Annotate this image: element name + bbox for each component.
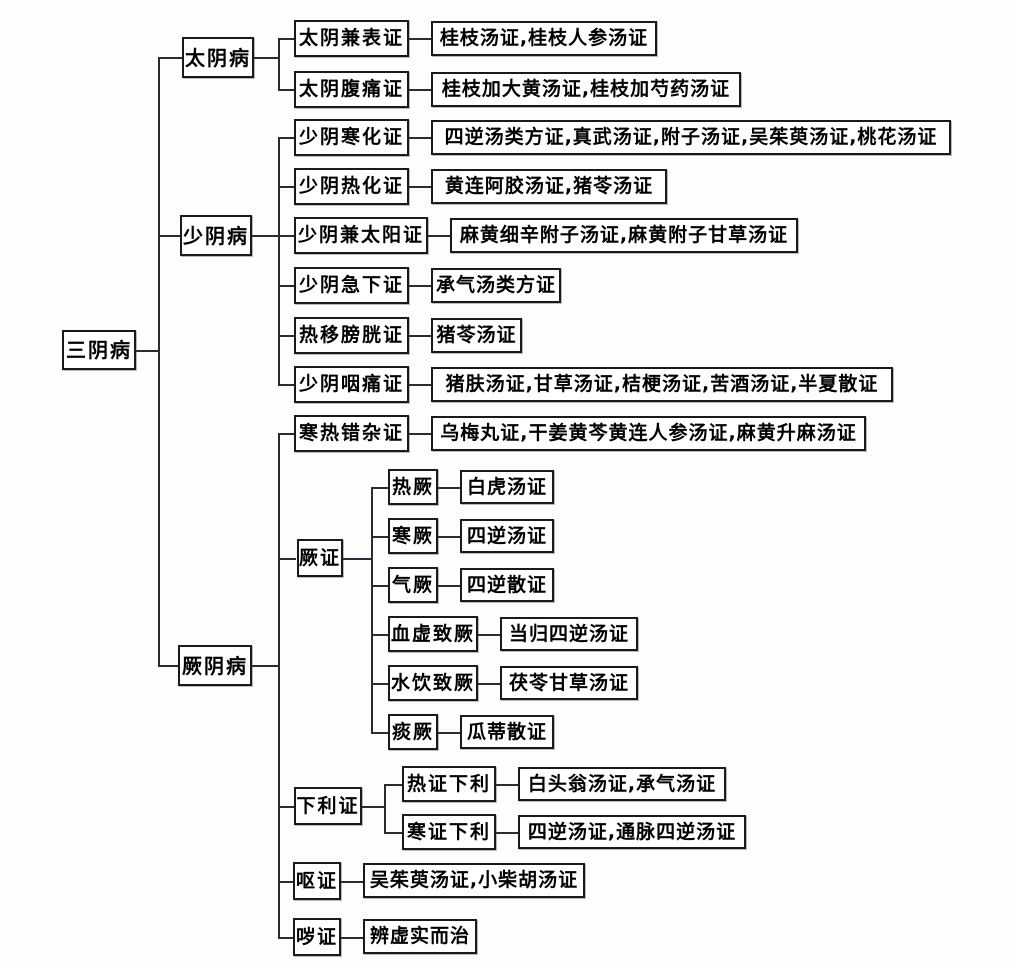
node-syndrome-xuexu-zhijue[interactable]: 血虚致厥: [388, 616, 478, 652]
node-formula-qijue[interactable]: 四逆散证: [460, 568, 554, 602]
node-formula-taiyin-jianbiao[interactable]: 桂枝汤证,桂枝人参汤证: [431, 21, 657, 56]
connector-juezheng-s0: [371, 487, 389, 489]
connector-leaf-14: [438, 732, 462, 734]
connector-juezheng-spine: [371, 487, 373, 732]
connector-root-out: [135, 350, 160, 352]
connector-taiyin-c0: [278, 38, 296, 40]
node-formula-hanre-cuoza[interactable]: 乌梅丸证,干姜黄芩黄连人参汤证,麻黄升麻汤证: [431, 416, 866, 451]
node-syndrome-hanjue[interactable]: 寒厥: [388, 518, 438, 554]
connector-to-taiyin: [158, 57, 184, 59]
node-formula-shuiyin-zhijue[interactable]: 茯苓甘草汤证: [500, 666, 638, 700]
connector-to-jueyin: [158, 665, 184, 667]
connector-leaf-2: [409, 137, 433, 139]
node-formula-yuezheng[interactable]: 辨虚实而治: [363, 919, 477, 954]
connector-leaf-11: [438, 585, 462, 587]
node-formula-tanjue[interactable]: 瓜蒂散证: [460, 715, 554, 749]
connector-taiyin-spine: [278, 38, 280, 90]
node-syndrome-rezheng-xiali[interactable]: 热证下利: [402, 766, 496, 802]
node-branch-jueyinbing[interactable]: 厥阴病: [178, 645, 252, 686]
connector-shaoyin-out: [250, 235, 280, 237]
node-formula-xuexu-zhijue[interactable]: 当归四逆汤证: [500, 617, 638, 651]
connector-xiali-out: [362, 806, 386, 808]
connector-leaf-8: [409, 433, 433, 435]
node-syndrome-hanre-cuoza[interactable]: 寒热错杂证: [294, 415, 409, 452]
connector-leaf-16: [496, 832, 520, 834]
connector-taiyin-c1: [278, 89, 296, 91]
node-syndrome-shaoyin-hanhua[interactable]: 少阴寒化证: [294, 119, 409, 156]
node-formula-shaoyin-jixia[interactable]: 承气汤类方证: [431, 268, 561, 303]
connector-shaoyin-c5: [278, 384, 296, 386]
node-formula-taiyin-futong[interactable]: 桂枝加大黄汤证,桂枝加芍药汤证: [431, 72, 741, 107]
connector-leaf-10: [438, 536, 462, 538]
node-formula-ouzheng[interactable]: 吴茱萸汤证,小柴胡汤证: [363, 863, 585, 898]
node-formula-rejue[interactable]: 白虎汤证: [460, 470, 554, 504]
connector-jueyin-c2: [278, 806, 296, 808]
node-syndrome-qijue[interactable]: 气厥: [388, 567, 438, 603]
connector-leaf-12: [478, 634, 502, 636]
node-branch-shaoyinbing[interactable]: 少阴病: [180, 215, 252, 256]
connector-leaf-4: [428, 235, 452, 237]
connector-juezheng-s5: [371, 732, 389, 734]
node-formula-rezheng-xiali[interactable]: 白头翁汤证,承气汤证: [518, 767, 726, 801]
connector-leaf-5: [409, 285, 433, 287]
node-syndrome-xializheng[interactable]: 下利证: [294, 787, 362, 825]
node-formula-reyi-pangguang[interactable]: 猪苓汤证: [431, 318, 522, 353]
connector-root-spine: [158, 57, 160, 667]
connector-leaf-17: [341, 881, 365, 883]
connector-leaf-15: [496, 784, 520, 786]
node-syndrome-shaoyin-jixia[interactable]: 少阴急下证: [294, 267, 409, 304]
node-formula-shaoyin-hanhua[interactable]: 四逆汤类方证,真武汤证,附子汤证,吴茱萸汤证,桃花汤证: [431, 120, 951, 155]
connector-juezheng-s1: [371, 536, 389, 538]
connector-jueyin-spine: [278, 433, 280, 938]
connector-to-shaoyin: [158, 235, 184, 237]
connector-shaoyin-c3: [278, 285, 296, 287]
connector-leaf-0: [409, 38, 433, 40]
connector-jueyin-c0: [278, 433, 296, 435]
connector-leaf-3: [409, 186, 433, 188]
connector-shaoyin-c4: [278, 335, 296, 337]
node-syndrome-shaoyin-rehua[interactable]: 少阴热化证: [294, 168, 409, 205]
node-root-sanyinbing[interactable]: 三阴病: [62, 330, 136, 370]
node-formula-shaoyin-jiantaiyang[interactable]: 麻黄细辛附子汤证,麻黄附子甘草汤证: [450, 218, 798, 253]
node-syndrome-shaoyin-yantong[interactable]: 少阴咽痛证: [294, 366, 409, 403]
connector-shaoyin-c2: [278, 235, 296, 237]
connector-jueyin-c4: [278, 937, 296, 939]
node-syndrome-taiyin-jianbiao[interactable]: 太阴兼表证: [294, 20, 409, 57]
node-syndrome-ouzheng[interactable]: 呕证: [293, 862, 341, 900]
node-formula-shaoyin-rehua[interactable]: 黄连阿胶汤证,猪苓汤证: [431, 169, 667, 204]
connector-xiali-s0: [384, 784, 402, 786]
node-syndrome-rejue[interactable]: 热厥: [388, 469, 438, 505]
connector-shaoyin-spine: [278, 137, 280, 385]
connector-xiali-spine: [384, 784, 386, 833]
connector-leaf-1: [409, 89, 433, 91]
connector-jueyin-c3: [278, 881, 296, 883]
connector-juezheng-s3: [371, 634, 389, 636]
node-branch-taiyinbing[interactable]: 太阴病: [182, 37, 254, 78]
connector-juezheng-s4: [371, 683, 389, 685]
connector-jueyin-c1: [278, 558, 296, 560]
connector-leaf-7: [409, 384, 433, 386]
node-syndrome-reyi-pangguang[interactable]: 热移膀胱证: [294, 317, 409, 354]
connector-juezheng-s2: [371, 585, 389, 587]
node-syndrome-juezheng[interactable]: 厥证: [297, 539, 343, 577]
connector-shaoyin-c1: [278, 186, 296, 188]
connector-leaf-6: [409, 335, 433, 337]
node-syndrome-shuiyin-zhijue[interactable]: 水饮致厥: [388, 665, 478, 701]
connector-leaf-9: [438, 487, 462, 489]
node-syndrome-tanjue[interactable]: 痰厥: [388, 714, 438, 750]
connector-leaf-18: [341, 937, 365, 939]
connector-shaoyin-c0: [278, 137, 296, 139]
node-formula-shaoyin-yantong[interactable]: 猪肤汤证,甘草汤证,桔梗汤证,苦酒汤证,半夏散证: [431, 367, 893, 402]
connector-leaf-13: [478, 683, 502, 685]
node-syndrome-shaoyin-jiantaiyang[interactable]: 少阴兼太阳证: [294, 217, 428, 254]
node-formula-hanzheng-xiali[interactable]: 四逆汤证,通脉四逆汤证: [518, 815, 746, 849]
node-syndrome-hanzheng-xiali[interactable]: 寒证下利: [402, 814, 496, 850]
node-formula-hanjue[interactable]: 四逆汤证: [460, 519, 554, 553]
connector-juezheng-out: [343, 558, 373, 560]
connector-jueyin-out: [250, 665, 280, 667]
connector-taiyin-out: [252, 57, 280, 59]
node-syndrome-taiyin-futong[interactable]: 太阴腹痛证: [294, 71, 409, 108]
connector-xiali-s1: [384, 832, 402, 834]
node-syndrome-yuezheng[interactable]: 哕证: [293, 918, 341, 956]
